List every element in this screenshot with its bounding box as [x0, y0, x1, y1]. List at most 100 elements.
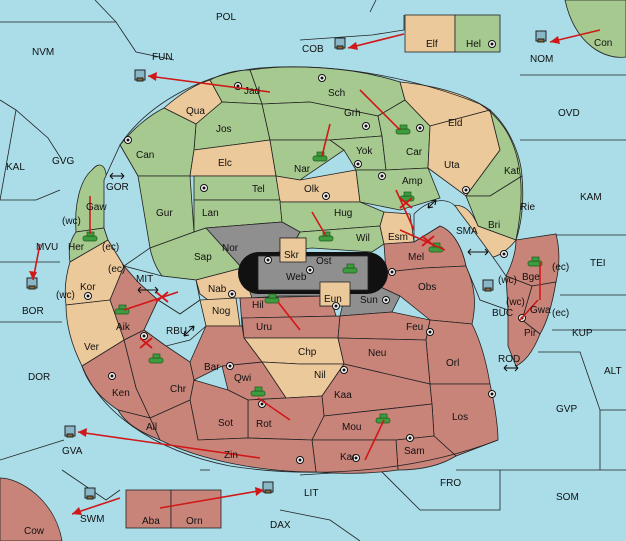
label-nvm: NVM	[32, 47, 54, 58]
label-gaw: Gaw	[86, 202, 107, 213]
province-orn[interactable]	[170, 489, 222, 529]
province-web-inner[interactable]	[257, 255, 369, 291]
label-jad: Jad	[244, 86, 260, 97]
province-eun-inner[interactable]	[319, 281, 351, 307]
label-ken: Ken	[112, 388, 130, 399]
label-sun: Sun	[360, 295, 378, 306]
label-feu: Feu	[406, 322, 423, 333]
order-arrows	[29, 29, 601, 515]
adjacency-arrows	[109, 172, 519, 372]
label-tel: Tel	[252, 184, 265, 195]
label-coast-ec-her: (ec)	[102, 242, 119, 253]
province-amp[interactable]	[355, 167, 441, 211]
army-icon	[250, 386, 266, 397]
label-gur: Gur	[156, 208, 173, 219]
label-uta: Uta	[444, 160, 460, 171]
label-hil: Hil	[252, 300, 264, 311]
label-qua: Qua	[186, 106, 205, 117]
army-icon	[264, 293, 280, 304]
army-icon	[318, 231, 334, 242]
label-dor: DOR	[28, 372, 50, 383]
province-nar[interactable]	[269, 139, 345, 181]
label-sam: Sam	[404, 446, 425, 457]
label-can: Can	[136, 150, 154, 161]
label-kor: Kor	[80, 282, 96, 293]
label-mou: Mou	[342, 422, 361, 433]
supply-centers	[84, 40, 526, 464]
label-zin: Zin	[224, 450, 238, 461]
label-skr: Skr	[284, 250, 300, 261]
label-uru: Uru	[256, 322, 272, 333]
map-labels: POL COB NVM FUN NOM Con Elf Hel OVD KAL …	[6, 12, 622, 537]
label-fun: FUN	[152, 52, 173, 63]
label-eun: Eun	[324, 294, 342, 305]
label-neu: Neu	[368, 348, 386, 359]
dislodge-marks	[139, 197, 435, 349]
fleet-icon	[262, 481, 274, 494]
label-coast-wc-gaw: (wc)	[62, 216, 81, 227]
army-icon	[148, 353, 164, 364]
label-bar: Bar	[204, 362, 220, 373]
province-skr-inner[interactable]	[279, 237, 307, 263]
label-aik: Aik	[116, 322, 131, 333]
label-ail: Ail	[146, 422, 157, 433]
label-tei: TEI	[590, 258, 606, 269]
label-rod: ROD	[498, 354, 520, 365]
label-gvg: GVG	[52, 156, 74, 167]
army-icon	[342, 263, 358, 274]
label-coast-ec-gwa: (ec)	[552, 308, 569, 319]
province-qua[interactable]	[163, 79, 223, 125]
label-car: Car	[406, 147, 423, 158]
label-cob: COB	[302, 44, 324, 55]
fleet-units	[26, 30, 547, 500]
fleet-icon	[26, 277, 38, 290]
label-sch: Sch	[328, 88, 345, 99]
label-hel: Hel	[466, 39, 481, 50]
label-chp: Chp	[298, 347, 317, 358]
label-los: Los	[452, 412, 468, 423]
label-cow: Cow	[24, 526, 45, 537]
label-amp: Amp	[402, 176, 423, 187]
label-coast-wc-kor: (wc)	[56, 290, 75, 301]
label-kal: KAL	[6, 162, 25, 173]
label-rie: Rie	[520, 202, 535, 213]
label-nor: Nor	[222, 243, 239, 254]
label-nab: Nab	[208, 284, 227, 295]
label-grh: Grh	[344, 108, 361, 119]
label-hug: Hug	[334, 208, 352, 219]
fleet-icon	[84, 487, 96, 500]
label-nom: NOM	[530, 54, 553, 65]
label-sap: Sap	[194, 252, 212, 263]
label-mit: MIT	[136, 274, 153, 285]
sea-rbu[interactable]	[143, 299, 207, 347]
label-ost: Ost	[316, 256, 332, 267]
label-sma: SMA	[456, 226, 478, 237]
label-coast-ec-bge: (ec)	[552, 262, 569, 273]
label-alt: ALT	[604, 366, 622, 377]
label-som: SOM	[556, 492, 579, 503]
label-jos: Jos	[216, 124, 232, 135]
label-esm: Esm	[388, 232, 408, 243]
province-bar[interactable]	[189, 325, 263, 381]
label-kar: Kar	[340, 452, 356, 463]
label-her: Her	[68, 242, 85, 253]
label-elc: Elc	[218, 158, 232, 169]
province-ver[interactable]	[65, 299, 125, 367]
province-elf[interactable]	[404, 14, 456, 53]
label-elf: Elf	[426, 39, 438, 50]
label-qwi: Qwi	[234, 373, 251, 384]
label-bor: BOR	[22, 306, 44, 317]
province-sam[interactable]	[395, 435, 457, 471]
fleet-icon	[134, 69, 146, 82]
sea-gor[interactable]	[103, 144, 151, 267]
label-gwa: Gwa	[530, 305, 551, 316]
fleet-icon	[535, 30, 547, 43]
label-pol: POL	[216, 12, 236, 23]
label-kaa: Kaa	[334, 390, 352, 401]
army-icon	[312, 151, 328, 162]
label-gva: GVA	[62, 446, 83, 457]
label-coast-wc-bge: (wc)	[498, 275, 517, 286]
province-ail[interactable]	[117, 409, 161, 441]
